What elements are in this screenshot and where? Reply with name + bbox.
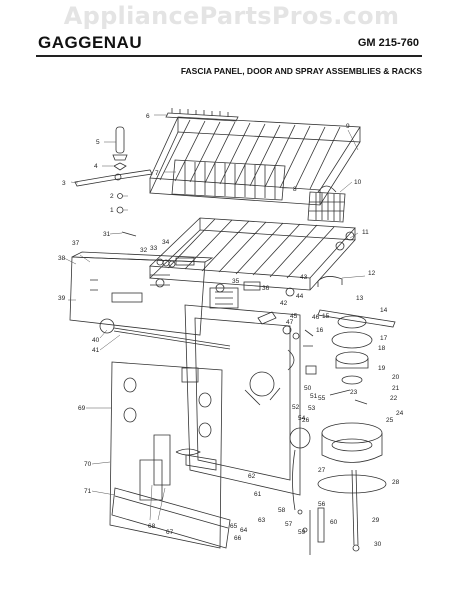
- callout-31: 31: [103, 231, 111, 238]
- callout-6: 6: [146, 113, 150, 120]
- callout-51: 51: [310, 393, 318, 400]
- callout-13: 13: [356, 295, 364, 302]
- callout-52: 52: [292, 404, 300, 411]
- callout-30: 30: [374, 541, 382, 548]
- callout-62: 62: [248, 473, 256, 480]
- callout-22: 22: [390, 395, 398, 402]
- callout-61: 61: [254, 491, 262, 498]
- callout-2: 2: [110, 193, 114, 200]
- diagram-title: FASCIA PANEL, DOOR AND SPRAY ASSEMBLIES …: [180, 66, 422, 76]
- callout-17: 17: [380, 335, 388, 342]
- door-handle: [99, 318, 231, 350]
- callout-44: 44: [296, 293, 304, 300]
- outer-door-panel: [109, 361, 223, 549]
- callout-57: 57: [285, 521, 293, 528]
- callout-66: 66: [234, 535, 242, 542]
- callout-25: 25: [386, 417, 394, 424]
- kick-plate: [111, 487, 231, 549]
- callout-69: 69: [78, 405, 86, 412]
- callout-46: 46: [312, 314, 320, 321]
- lower-spray-arm: [317, 309, 396, 405]
- callout-4: 4: [94, 163, 98, 170]
- callout-59: 59: [298, 529, 306, 536]
- tine-row: [165, 108, 239, 122]
- callout-54: 54: [298, 415, 306, 422]
- callout-1: 1: [110, 207, 114, 214]
- callout-27: 27: [318, 467, 326, 474]
- callout-47: 47: [286, 319, 294, 326]
- callout-16: 16: [316, 327, 324, 334]
- drain-pipe: [351, 469, 360, 552]
- callout-67: 67: [166, 529, 174, 536]
- callout-55: 55: [318, 395, 326, 402]
- callout-10: 10: [354, 179, 362, 186]
- callout-71: 71: [84, 488, 92, 495]
- callout-40: 40: [92, 337, 100, 344]
- callout-12: 12: [368, 270, 376, 277]
- callout-34: 34: [162, 239, 170, 246]
- callout-63: 63: [258, 517, 266, 524]
- callout-41: 41: [92, 347, 100, 354]
- callout-60: 60: [330, 519, 338, 526]
- callout-21: 21: [392, 385, 400, 392]
- callout-35: 35: [232, 278, 240, 285]
- callout-11: 11: [362, 229, 369, 236]
- callout-50: 50: [304, 385, 312, 392]
- callout-32: 32: [140, 247, 148, 254]
- watermark: AppliancePartsPros.com: [63, 2, 400, 30]
- callout-65: 65: [230, 523, 238, 530]
- callout-18: 18: [378, 345, 386, 352]
- leader-lines: [63, 114, 366, 521]
- callout-38: 38: [58, 255, 66, 262]
- cutlery-basket: [307, 185, 346, 223]
- door-hook: [121, 231, 343, 287]
- pump-hoses: [292, 449, 325, 555]
- callout-33: 33: [150, 245, 158, 252]
- callout-42: 42: [280, 300, 288, 307]
- callout-36: 36: [262, 285, 270, 292]
- tine-insert: [171, 159, 286, 201]
- brand-logo: GAGGENAU: [38, 33, 143, 52]
- callout-3: 3: [62, 180, 66, 187]
- callout-8: 8: [293, 186, 297, 193]
- callout-20: 20: [392, 374, 400, 381]
- small-parts: [257, 311, 317, 375]
- callout-56: 56: [318, 501, 326, 508]
- lower-rack: [149, 217, 356, 297]
- callout-70: 70: [84, 461, 92, 468]
- control-module: [209, 281, 261, 309]
- callout-28: 28: [392, 479, 400, 486]
- callout-45: 45: [290, 313, 298, 320]
- callout-15: 15: [322, 313, 330, 320]
- callout-7: 7: [155, 170, 159, 177]
- callout-26: 26: [302, 417, 310, 424]
- callout-19: 19: [378, 365, 386, 372]
- callout-64: 64: [240, 527, 248, 534]
- callout-58: 58: [278, 507, 286, 514]
- callout-68: 68: [148, 523, 156, 530]
- callout-14: 14: [380, 307, 388, 314]
- header-rule: [36, 55, 422, 57]
- sump-assembly: [289, 422, 387, 494]
- callout-23: 23: [350, 389, 358, 396]
- callout-53: 53: [308, 405, 316, 412]
- model-number: GM 215-760: [357, 37, 419, 49]
- fascia-panel: [69, 251, 214, 336]
- callout-37: 37: [72, 240, 80, 247]
- callout-24: 24: [396, 410, 404, 417]
- callout-labels: 1234567891011121314151617181920212223242…: [58, 113, 404, 548]
- callout-43: 43: [300, 274, 308, 281]
- callout-9: 9: [346, 123, 350, 130]
- callout-29: 29: [372, 517, 380, 524]
- callout-5: 5: [96, 139, 100, 146]
- callout-39: 39: [58, 295, 66, 302]
- upper-spray-arm: [74, 126, 153, 214]
- inner-door: [181, 304, 301, 496]
